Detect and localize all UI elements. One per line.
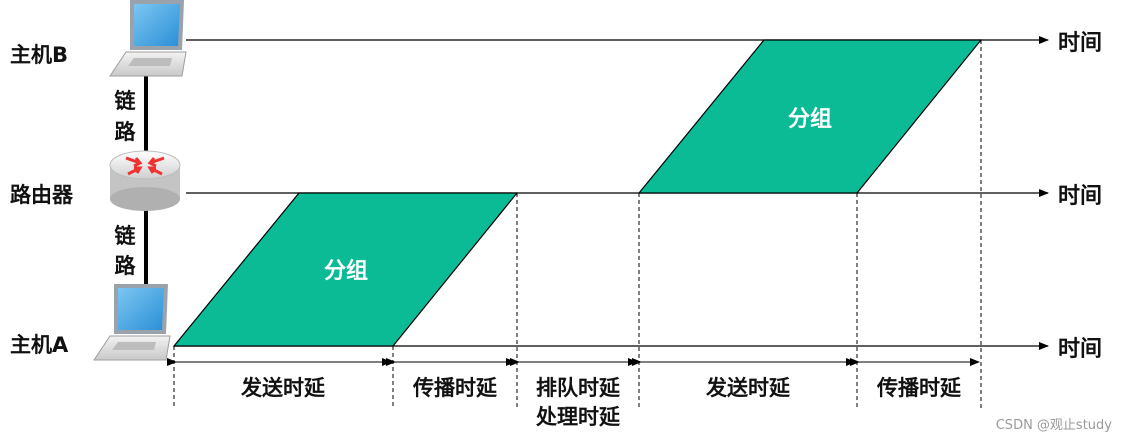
svg-text:路: 路 [115,120,137,144]
tx-delay-1-label: 发送时延 [240,376,326,400]
router-label: 路由器 [10,183,74,207]
prop-delay-2-label: 传播时延 [876,376,962,400]
guide-lines [173,40,982,408]
host-a-label: 主机A [10,333,69,357]
laptop-icon [93,284,171,361]
watermark: CSDN @观止study [996,418,1113,433]
host-b-time-label: 时间 [1058,31,1102,56]
router-icon [109,150,181,211]
proc-delay-label: 处理时延 [535,405,621,429]
lower-link-label: 链 路 [110,218,140,278]
tx-delay-2-label: 发送时延 [705,376,791,400]
upper-link-label: 链 路 [110,84,140,144]
router-time-label: 时间 [1058,184,1102,209]
host-a-time-label: 时间 [1058,337,1102,362]
host-b-label: 主机B [10,43,68,67]
svg-text:链: 链 [115,89,137,113]
packet-upper-label: 分组 [788,106,832,132]
laptop-icon [109,0,187,77]
packet-lower-label: 分组 [324,258,368,284]
svg-text:路: 路 [115,254,137,278]
queue-delay-label: 排队时延 [536,376,621,400]
prop-delay-1-label: 传播时延 [412,376,498,400]
svg-text:链: 链 [115,224,137,248]
